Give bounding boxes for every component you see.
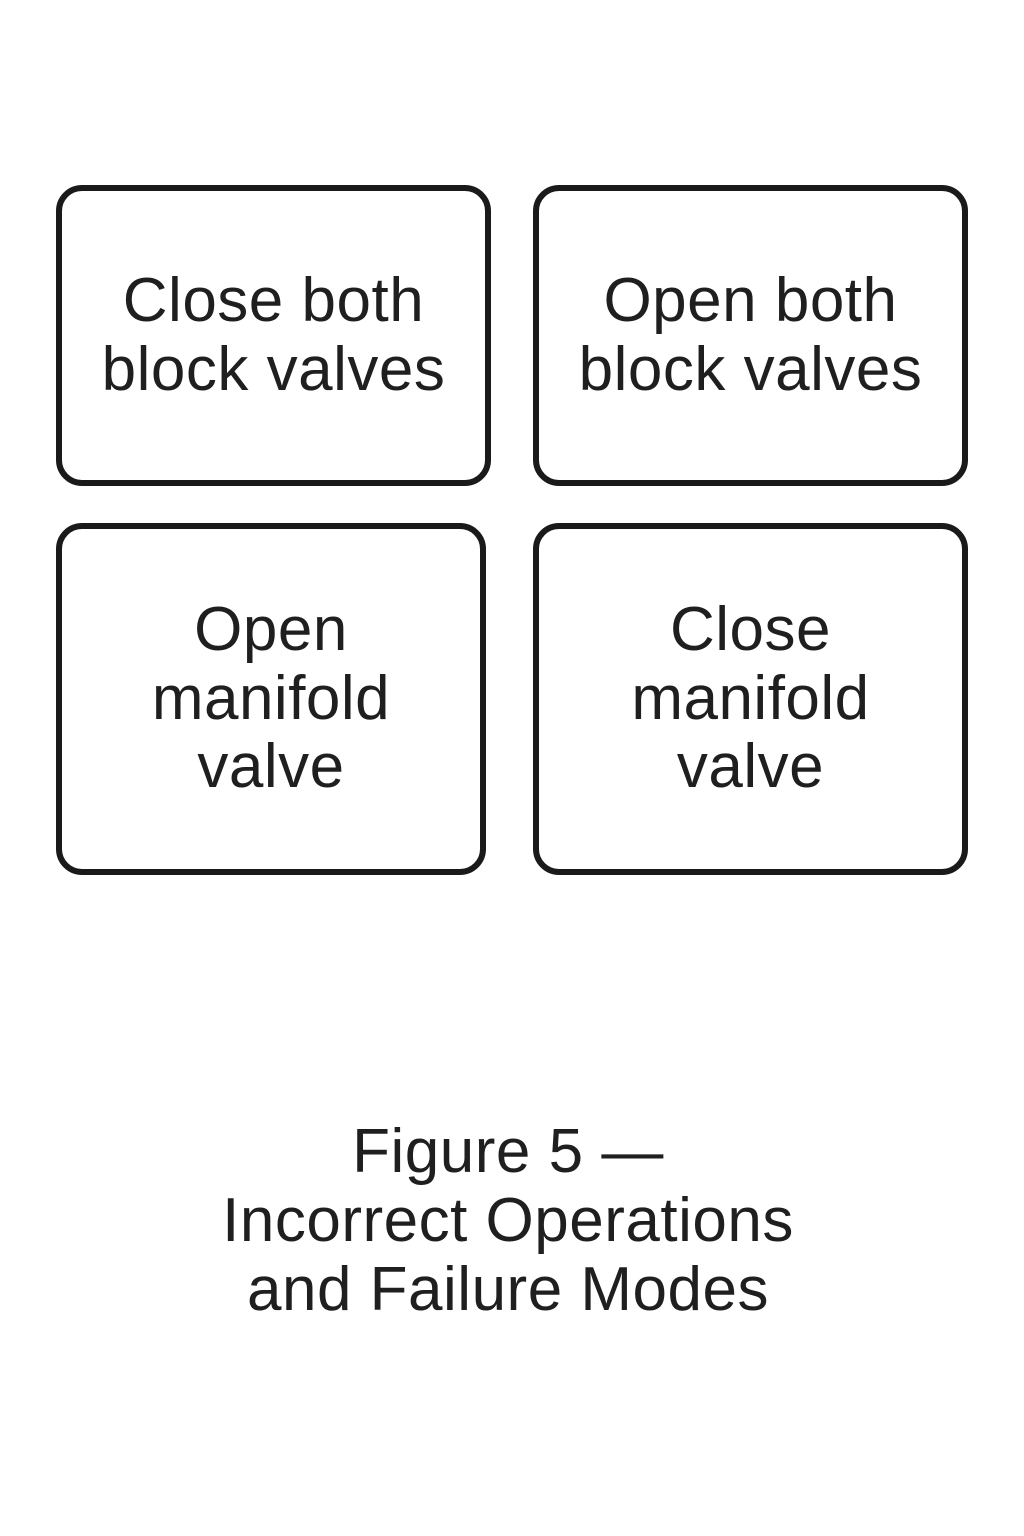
box-open-both-block-valves-label: Open both block valves bbox=[578, 265, 923, 404]
box-close-both-block-valves: Close both block valves bbox=[56, 185, 491, 486]
box-open-manifold-valve: Open manifold valve bbox=[56, 523, 486, 875]
box-close-manifold-valve-label: Close manifold valve bbox=[631, 594, 870, 802]
box-close-manifold-valve: Close manifold valve bbox=[533, 523, 968, 875]
box-close-both-block-valves-label: Close both block valves bbox=[101, 265, 446, 404]
box-open-manifold-valve-label: Open manifold valve bbox=[151, 594, 391, 802]
box-open-both-block-valves: Open both block valves bbox=[533, 185, 968, 486]
figure-caption: Figure 5 — Incorrect Operations and Fail… bbox=[222, 1117, 794, 1324]
